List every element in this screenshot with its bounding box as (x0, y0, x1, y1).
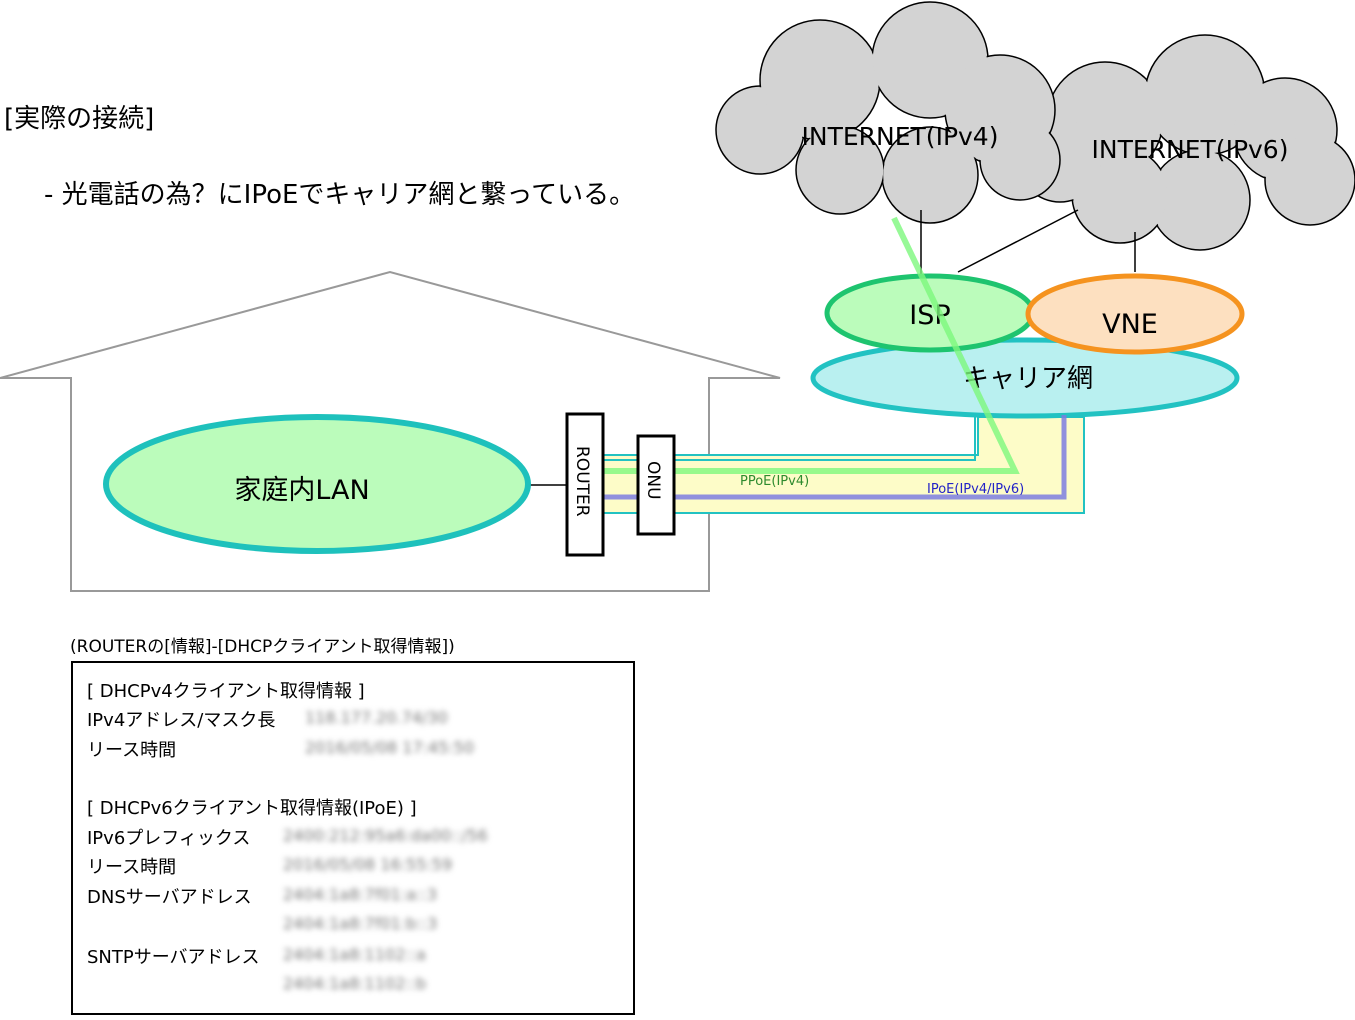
carrier-label: キャリア網 (963, 364, 1093, 394)
v6-lease-value: 2016/05/08 16:55:59 (283, 855, 453, 874)
v4-address-label: IPv4アドレス/マスク長 (87, 710, 276, 731)
router-info-caption: (ROUTERの[情報]-[DHCPクライアント取得情報]) (70, 637, 455, 657)
ipoe-line (576, 415, 1067, 500)
sntp-value-2: 2404:1a8:1102::b (283, 974, 427, 993)
sntp-value-1: 2404:1a8:1102::a (283, 945, 426, 964)
cloud-ipv6 (1017, 34, 1355, 251)
pppoe-label: PPoE(IPv4) (740, 474, 809, 489)
page-title: [実際の接続] (4, 104, 155, 134)
v4-section-title: [ DHCPv4クライアント取得情報 ] (87, 681, 365, 702)
v6-prefix-label: IPv6プレフィックス (87, 828, 251, 849)
onu-label: ONU (643, 461, 663, 500)
sntp-label: SNTPサーバアドレス (87, 947, 260, 968)
router-label: ROUTER (572, 446, 592, 517)
home-lan-label: 家庭内LAN (234, 475, 369, 506)
v6-lease-label: リース時間 (87, 857, 177, 878)
ipoe-label: IPoE(IPv4/IPv6) (927, 482, 1024, 497)
v4-lease-value: 2016/05/08 17:45:50 (305, 738, 475, 757)
dns-value-2: 2404:1a8:7f01:b::3 (283, 914, 438, 933)
network-diagram: INTERNET(IPv4) INTERNET(IPv6) キャリア網 ISP … (0, 1, 1355, 592)
carrier-network (810, 337, 1240, 419)
router-info-panel: [ DHCPv4クライアント取得情報 ] IPv4アドレス/マスク長 118.1… (71, 661, 635, 1015)
dns-value-1: 2404:1a8:7f01:a::3 (283, 885, 437, 904)
home-lan (103, 414, 531, 554)
v6-section-title: [ DHCPv6クライアント取得情報(IPoE) ] (87, 798, 417, 819)
isp-ipv6-link (957, 209, 1079, 273)
vne-label: VNE (1102, 309, 1158, 340)
page-note: - 光電話の為？にIPoEでキャリア網と繋っている。 (44, 180, 636, 210)
v4-lease-label: リース時間 (87, 740, 177, 761)
cloud-ipv4 (715, 1, 1061, 224)
cloud-ipv6-label: INTERNET(IPv6) (1092, 135, 1289, 164)
cloud-ipv4-label: INTERNET(IPv4) (802, 122, 999, 151)
v4-address-value: 118.177.20.74/30 (305, 708, 448, 727)
pppoe-line (576, 216, 1020, 474)
onu-device (636, 434, 676, 536)
vne-node (1025, 273, 1245, 355)
router-device (565, 412, 605, 557)
v6-prefix-value: 2400:212:95a6:da00::/56 (283, 826, 488, 845)
dns-label: DNSサーバアドレス (87, 887, 252, 908)
tunnel-inner-outline (576, 417, 976, 461)
